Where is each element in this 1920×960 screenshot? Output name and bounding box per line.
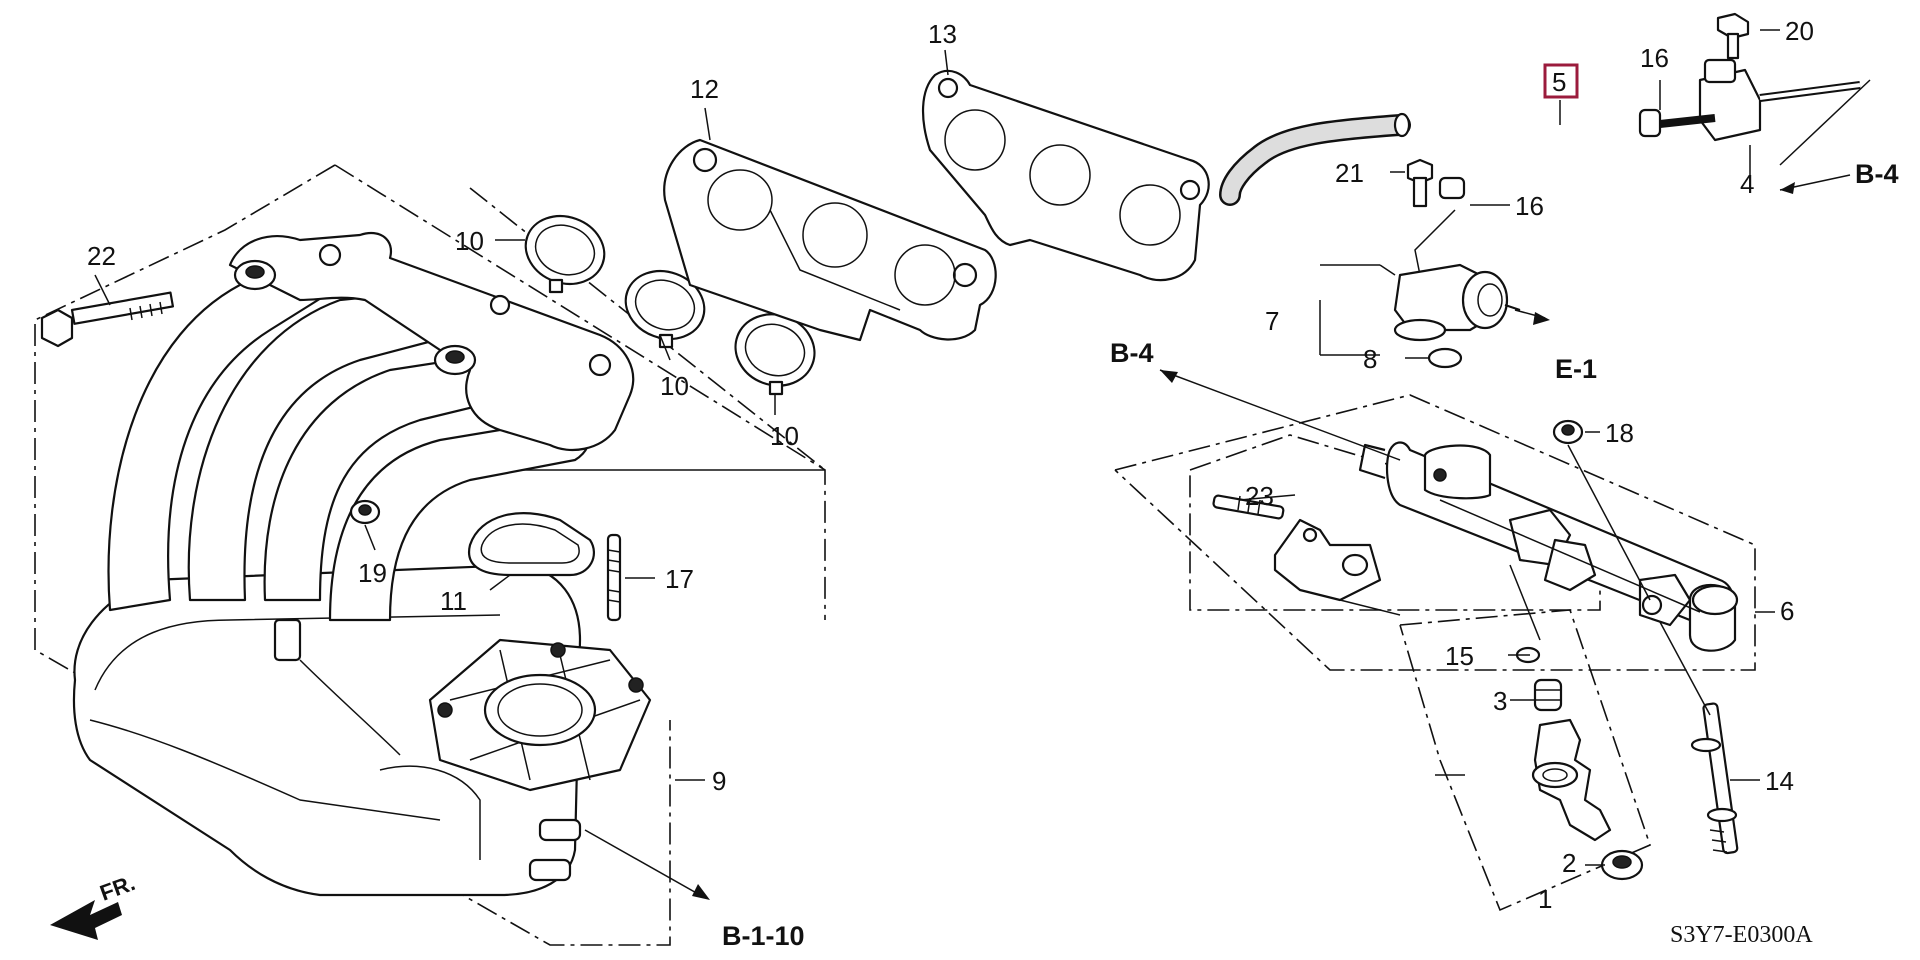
gasket-10-a[interactable] — [516, 205, 614, 294]
callout-9[interactable]: 9 — [712, 766, 726, 796]
bolt-20[interactable] — [1716, 12, 1750, 60]
manifold-spacer-12[interactable] — [663, 138, 997, 342]
hose-clamp-16-b[interactable] — [1438, 176, 1466, 200]
callout-10-b[interactable]: 10 — [660, 371, 689, 401]
callout-16-b[interactable]: 16 — [1515, 191, 1544, 221]
selected-part-highlight — [1543, 63, 1579, 99]
callouts: 1 2 3 4 5 6 7 8 9 10 10 10 11 12 13 14 1… — [87, 16, 1814, 914]
pressure-regulator-7[interactable] — [1393, 209, 1521, 342]
o-ring-8[interactable] — [1427, 347, 1463, 369]
stud-17[interactable] — [606, 533, 622, 622]
bolt-22[interactable] — [40, 291, 175, 348]
callout-10-a[interactable]: 10 — [455, 226, 484, 256]
ref-b4-top[interactable]: B-4 — [1855, 159, 1899, 189]
group-outline-injector — [1399, 609, 1651, 912]
callout-6[interactable]: 6 — [1780, 596, 1794, 626]
group-outline-fuel-rail — [1114, 394, 1756, 671]
diagram-code: S3Y7-E0300A — [1670, 922, 1813, 948]
seal-ring-3[interactable] — [1533, 678, 1563, 712]
callout-22[interactable]: 22 — [87, 241, 116, 271]
callout-16-a[interactable]: 16 — [1640, 43, 1669, 73]
bolt-14[interactable] — [1690, 702, 1739, 855]
nut-19[interactable] — [349, 499, 381, 525]
front-label: FR. — [96, 870, 138, 906]
callout-5[interactable]: 5 — [1552, 67, 1566, 97]
gasket-10-c[interactable] — [725, 303, 824, 396]
callout-17[interactable]: 17 — [665, 564, 694, 594]
callout-7[interactable]: 7 — [1265, 306, 1279, 336]
gasket-10-b[interactable] — [616, 260, 714, 349]
callout-10-c[interactable]: 10 — [770, 421, 799, 451]
callout-8[interactable]: 8 — [1363, 344, 1377, 374]
callout-3[interactable]: 3 — [1493, 686, 1507, 716]
intake-manifold[interactable] — [72, 232, 652, 897]
bolt-21[interactable] — [1406, 158, 1434, 208]
rail-bracket[interactable] — [1273, 518, 1401, 616]
cushion-ring-2[interactable] — [1600, 849, 1644, 881]
ref-b4-mid[interactable]: B-4 — [1110, 338, 1154, 368]
callout-4[interactable]: 4 — [1740, 169, 1754, 199]
ref-e1[interactable]: E-1 — [1555, 354, 1597, 384]
exhaust-gasket-13[interactable] — [922, 69, 1210, 282]
callout-1[interactable]: 1 — [1538, 884, 1552, 914]
callout-23[interactable]: 23 — [1245, 481, 1274, 511]
nut-18[interactable] — [1552, 419, 1584, 445]
callout-11[interactable]: 11 — [440, 586, 467, 616]
fuel-hose-5[interactable] — [1219, 112, 1411, 206]
fuel-injector-1[interactable] — [1531, 718, 1612, 842]
callout-2[interactable]: 2 — [1562, 848, 1576, 878]
callout-18[interactable]: 18 — [1605, 418, 1634, 448]
gasket-11[interactable] — [467, 512, 596, 577]
ref-b1-10[interactable]: B-1-10 — [722, 921, 805, 951]
callout-12[interactable]: 12 — [690, 74, 719, 104]
fuel-line-bracket-4[interactable] — [1659, 58, 1861, 142]
stud-23[interactable] — [1212, 494, 1285, 520]
ref-arrows — [584, 79, 1871, 900]
callout-20[interactable]: 20 — [1785, 16, 1814, 46]
callout-21[interactable]: 21 — [1335, 158, 1364, 188]
leader-lines — [94, 29, 1780, 866]
fuel-rail-6[interactable] — [1358, 441, 1739, 652]
reference-labels: B-4 E-1 B-4 B-1-10 — [722, 159, 1899, 951]
callout-15[interactable]: 15 — [1445, 641, 1474, 671]
hose-clamp-16-a[interactable] — [1638, 108, 1662, 138]
callout-14[interactable]: 14 — [1765, 766, 1794, 796]
callout-19[interactable]: 19 — [358, 558, 387, 588]
callout-13[interactable]: 13 — [928, 19, 957, 49]
front-direction-marker: FR. — [50, 870, 138, 940]
